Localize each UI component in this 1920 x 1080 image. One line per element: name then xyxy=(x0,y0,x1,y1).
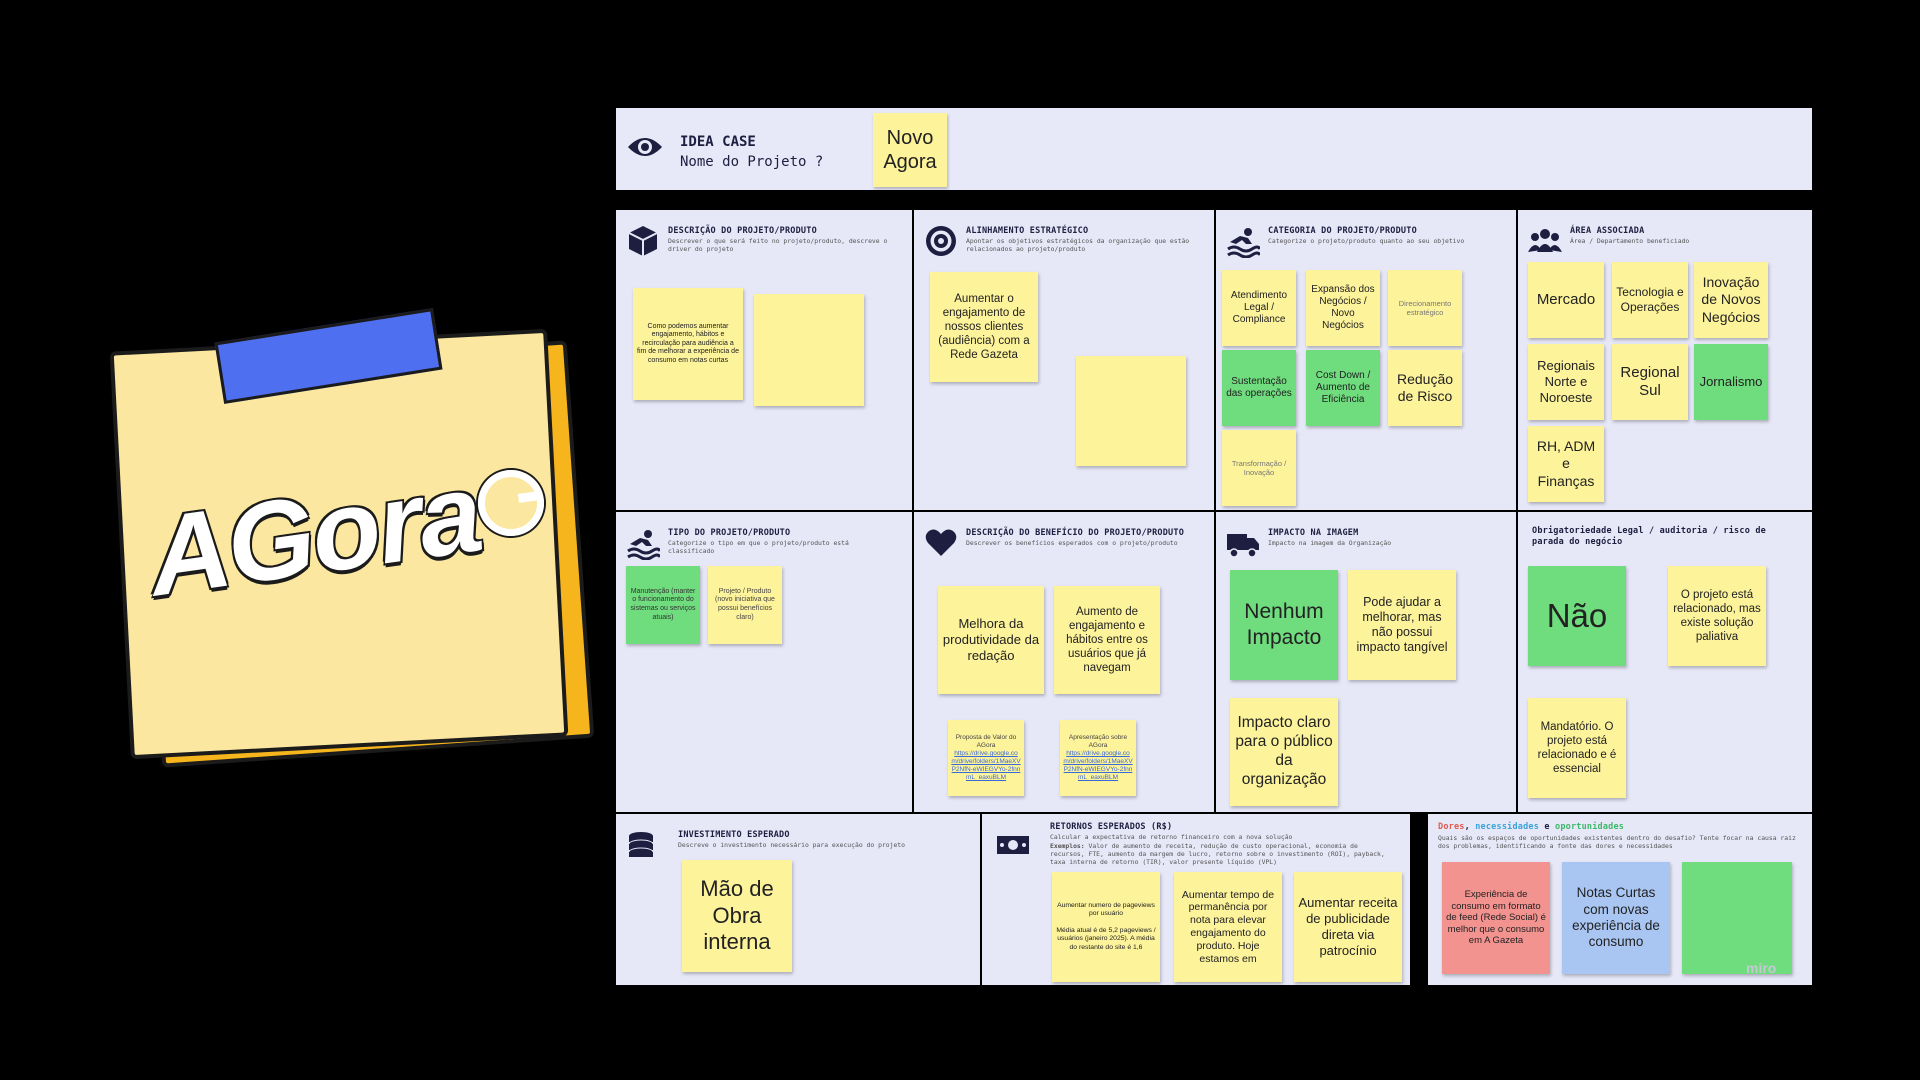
panel-title: INVESTIMENTO ESPERADO xyxy=(678,830,790,840)
panel-subtitle: Descrever o que será feito no projeto/pr… xyxy=(668,237,888,253)
header-subtitle: Nome do Projeto ? xyxy=(680,154,824,170)
miro-watermark: miro xyxy=(1746,960,1777,976)
heart-icon xyxy=(925,529,957,556)
category-note[interactable]: Cost Down / Aumento de Eficiência xyxy=(1306,350,1380,426)
impact-note[interactable]: Nenhum Impacto xyxy=(1230,570,1338,680)
truck-icon xyxy=(1227,534,1259,558)
title-separator: , xyxy=(1464,822,1476,832)
area-note[interactable]: Regional Sul xyxy=(1612,344,1688,420)
alignment-note[interactable]: Aumentar o engajamento de nossos cliente… xyxy=(930,272,1038,382)
link-note-title: Apresentação sobre AGora xyxy=(1068,734,1128,750)
panel-subtitle: Quais são os espaços de oportunidades ex… xyxy=(1438,834,1796,850)
panel-title: Obrigatoriedade Legal / auditoria / risc… xyxy=(1532,526,1766,548)
panel-title: DESCRIÇÃO DO BENEFÍCIO DO PROJETO/PRODUT… xyxy=(966,528,1185,538)
panel-investimento: INVESTIMENTO ESPERADO Descreve o investi… xyxy=(616,814,980,985)
description-note[interactable]: Como podemos aumentar engajamento, hábit… xyxy=(633,288,743,400)
title-dores: Dores xyxy=(1438,822,1465,832)
pain-note[interactable]: Experiência de consumo em formato de fee… xyxy=(1442,862,1550,974)
panel-area: ÁREA ASSOCIADA Área / Departamento benef… xyxy=(1518,210,1812,510)
title-separator: e xyxy=(1539,822,1555,832)
area-note[interactable]: Jornalismo xyxy=(1694,344,1768,420)
title-necessidades: necessidades xyxy=(1475,822,1540,832)
panel-categoria: CATEGORIA DO PROJETO/PRODUTO Categorize … xyxy=(1216,210,1516,510)
panel-tipo: TIPO DO PROJETO/PRODUTO Categorize o tip… xyxy=(616,512,912,812)
panel-title: DESCRIÇÃO DO PROJETO/PRODUTO xyxy=(668,226,817,236)
panel-subtitle: Área / Departamento beneficiado xyxy=(1570,237,1690,245)
panel-impacto: IMPACTO NA IMAGEM Impacto na imagem da O… xyxy=(1216,512,1516,812)
return-note[interactable]: Aumentar numero de pageviews por usuário… xyxy=(1052,872,1160,982)
investment-note[interactable]: Mão de Obra interna xyxy=(682,860,792,972)
panel-subtitle: Impacto na imagem da Organização xyxy=(1268,539,1392,547)
area-note[interactable]: RH, ADM e Finanças xyxy=(1528,426,1604,502)
panel-subtitle: Calcular a expectativa de retorno financ… xyxy=(1050,833,1293,841)
agora-logo: AGora xyxy=(108,308,595,780)
link-note-apresentacao[interactable]: Apresentação sobre AGora https://drive.g… xyxy=(1060,720,1136,796)
link-note-proposta[interactable]: Proposta de Valor do AGora https://drive… xyxy=(948,720,1024,796)
panel-title: Dores, necessidades e oportunidades xyxy=(1438,822,1624,832)
area-note[interactable]: Tecnologia e Operações xyxy=(1612,262,1688,338)
panel-alinhamento: ALINHAMENTO ESTRATÉGICO Apontar os objet… xyxy=(914,210,1214,510)
return-note[interactable]: Aumentar tempo de permanência por nota p… xyxy=(1174,872,1282,982)
panel-title: ALINHAMENTO ESTRATÉGICO xyxy=(966,226,1089,236)
category-note[interactable]: Sustentação das operações xyxy=(1222,350,1296,426)
area-note[interactable]: Mercado xyxy=(1528,262,1604,338)
swimmer-icon xyxy=(627,530,660,560)
area-note[interactable]: Regionais Norte e Noroeste xyxy=(1528,344,1604,420)
type-note[interactable]: Projeto / Produto (novo iniciativa que p… xyxy=(708,566,782,644)
panel-dores: Dores, necessidades e oportunidades Quai… xyxy=(1428,814,1812,985)
obligation-note[interactable]: Não xyxy=(1528,566,1626,666)
category-note[interactable]: Direcionamento estratégico xyxy=(1388,270,1462,346)
money-icon xyxy=(997,836,1029,854)
need-note[interactable]: Notas Curtas com novas experiência de co… xyxy=(1562,862,1670,974)
panel-title: TIPO DO PROJETO/PRODUTO xyxy=(668,528,791,538)
category-note[interactable]: Expansão dos Negócios / Novo Negócios xyxy=(1306,270,1380,346)
cube-icon xyxy=(628,226,658,256)
impact-note[interactable]: Impacto claro para o público da organiza… xyxy=(1230,698,1338,806)
panel-examples: Exemplos: Valor de aumento de receita, r… xyxy=(1050,842,1395,866)
return-note[interactable]: Aumentar receita de publicidade direta v… xyxy=(1294,872,1402,982)
link-note-title: Proposta de Valor do AGora xyxy=(955,734,1017,750)
panel-retornos: RETORNOS ESPERADOS (R$) Calcular a expec… xyxy=(982,814,1410,985)
coins-icon xyxy=(628,832,654,857)
empty-note[interactable] xyxy=(754,294,864,406)
category-note[interactable]: Transformação / Inovação xyxy=(1222,430,1296,506)
panel-subtitle: Categorize o projeto/produto quanto ao s… xyxy=(1268,237,1465,245)
panel-descricao: DESCRIÇÃO DO PROJETO/PRODUTO Descrever o… xyxy=(616,210,912,510)
people-icon xyxy=(1528,229,1562,252)
category-note[interactable]: Redução de Risco xyxy=(1388,350,1462,426)
project-name-note[interactable]: Novo Agora xyxy=(873,113,947,187)
panel-title: ÁREA ASSOCIADA xyxy=(1570,226,1645,236)
title-oportunidades: oportunidades xyxy=(1555,822,1625,832)
panel-title: IMPACTO NA IMAGEM xyxy=(1268,528,1359,538)
obligation-note[interactable]: O projeto está relacionado, mas existe s… xyxy=(1668,566,1766,666)
panel-subtitle: Descreve o investimento necessário para … xyxy=(678,841,906,849)
panel-beneficio: DESCRIÇÃO DO BENEFÍCIO DO PROJETO/PRODUT… xyxy=(914,512,1214,812)
panel-subtitle: Categorize o tipo em que o projeto/produ… xyxy=(668,539,849,555)
panel-obrigatoriedade: Obrigatoriedade Legal / auditoria / risc… xyxy=(1518,512,1812,812)
opportunity-note[interactable] xyxy=(1682,862,1792,974)
panel-subtitle: Apontar os objetivos estratégicos da org… xyxy=(966,237,1190,253)
eye-icon xyxy=(628,138,662,156)
panel-subtitle: Descrever os benefícios esperados com o … xyxy=(966,539,1178,547)
impact-note[interactable]: Pode ajudar a melhorar, mas não possui i… xyxy=(1348,570,1456,680)
benefit-note[interactable]: Aumento de engajamento e hábitos entre o… xyxy=(1054,586,1160,694)
swimmer-icon xyxy=(1227,228,1260,258)
panel-title: CATEGORIA DO PROJETO/PRODUTO xyxy=(1268,226,1417,236)
category-note[interactable]: Atendimento Legal / Compliance xyxy=(1222,270,1296,346)
target-icon xyxy=(926,226,956,256)
examples-label: Exemplos: xyxy=(1050,842,1085,850)
examples-text: Valor de aumento de receita, redução de … xyxy=(1050,842,1385,866)
drive-link[interactable]: https://drive.google.com/drive/folders/1… xyxy=(1063,750,1133,781)
header-panel: IDEA CASE Nome do Projeto ? Novo Agora xyxy=(616,108,1812,190)
miro-board[interactable]: IDEA CASE Nome do Projeto ? Novo Agora D… xyxy=(616,108,1812,985)
benefit-note[interactable]: Melhora da produtividade da redação xyxy=(938,586,1044,694)
header-title: IDEA CASE xyxy=(680,134,756,150)
empty-note[interactable] xyxy=(1076,356,1186,466)
drive-link[interactable]: https://drive.google.com/drive/folders/1… xyxy=(951,750,1021,781)
panel-title: RETORNOS ESPERADOS (R$) xyxy=(1050,822,1173,832)
obligation-note[interactable]: Mandatório. O projeto está relacionado e… xyxy=(1528,698,1626,798)
area-note[interactable]: Inovação de Novos Negócios xyxy=(1694,262,1768,338)
type-note[interactable]: Manutenção (manter o funcionamento do si… xyxy=(626,566,700,644)
